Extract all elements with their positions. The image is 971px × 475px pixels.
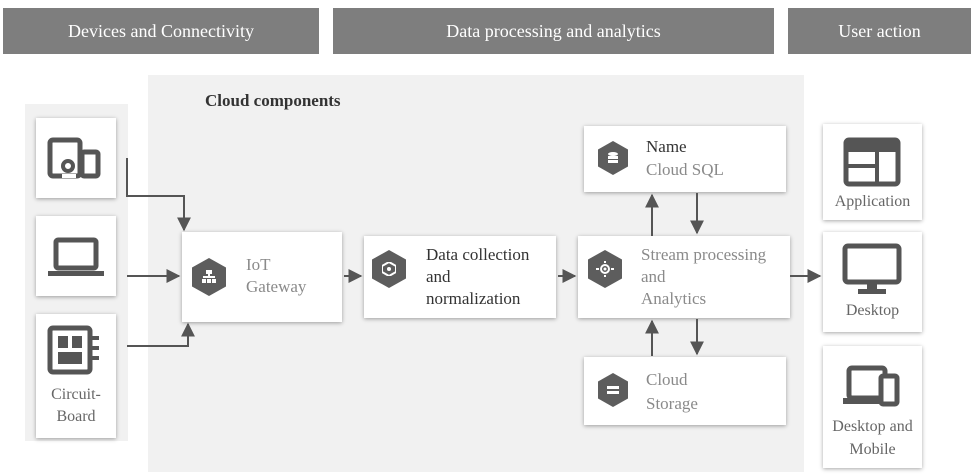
header-processing: Data processing and analytics (333, 8, 774, 54)
header-processing-label: Data processing and analytics (446, 20, 661, 41)
circuit-board-label: Circuit- Board (51, 386, 101, 425)
iot-gateway-node: IoT Gateway (182, 232, 342, 322)
collection-label-3: normalization (426, 289, 521, 308)
desktop-mobile-icon (843, 365, 900, 407)
gateway-label-1: IoT (246, 255, 271, 274)
laptop-icon (48, 237, 104, 276)
arrow-board-to-gateway (127, 322, 195, 347)
desktop-mobile-label-1: Desktop and (832, 418, 913, 435)
application-box: Application (823, 124, 922, 220)
desktop-icon (842, 243, 902, 294)
arrow-devices-to-gateway (126, 158, 191, 232)
gateway-icon (192, 258, 226, 296)
desktop-label: Desktop (845, 302, 900, 319)
data-collection-node: Data collection and normalization (364, 236, 556, 318)
sql-icon (598, 141, 628, 175)
cloud-sql-node: Name Cloud SQL (584, 126, 786, 192)
desktop-mobile-box: Desktop and Mobile (823, 346, 922, 468)
storage-label-1: Cloud (646, 370, 688, 389)
stream-label-1: Stream processing (641, 245, 767, 264)
collection-label-1: Data collection (426, 245, 530, 264)
collection-label-2: and (426, 267, 451, 286)
header-user-action: User action (788, 8, 971, 54)
device-laptop-box (36, 216, 116, 296)
cloud-storage-node: Cloud Storage (584, 357, 786, 425)
circuit-board-icon (47, 325, 99, 375)
sql-product-label: Cloud SQL (646, 160, 724, 179)
header-user-action-label: User action (838, 20, 921, 41)
desktop-box: Desktop (823, 232, 922, 332)
sql-name-label: Name (646, 137, 687, 156)
stream-label-3: Analytics (641, 289, 707, 308)
device-iot-box (36, 118, 116, 198)
application-label: Application (834, 193, 911, 210)
stream-label-2: and (641, 267, 666, 286)
header-devices-label: Devices and Connectivity (68, 20, 254, 41)
application-icon (843, 137, 901, 187)
header-devices: Devices and Connectivity (3, 8, 319, 54)
desktop-mobile-label-2: Mobile (849, 441, 896, 458)
collection-icon (372, 250, 406, 288)
stream-icon (588, 250, 622, 288)
devices-icon (47, 137, 101, 179)
device-circuit-board-box: Circuit- Board (36, 314, 116, 438)
gateway-label-2: Gateway (246, 277, 307, 296)
stream-processing-node: Stream processing and Analytics (578, 236, 790, 318)
storage-label-2: Storage (646, 394, 698, 413)
cloud-components-title: Cloud components (205, 91, 341, 110)
